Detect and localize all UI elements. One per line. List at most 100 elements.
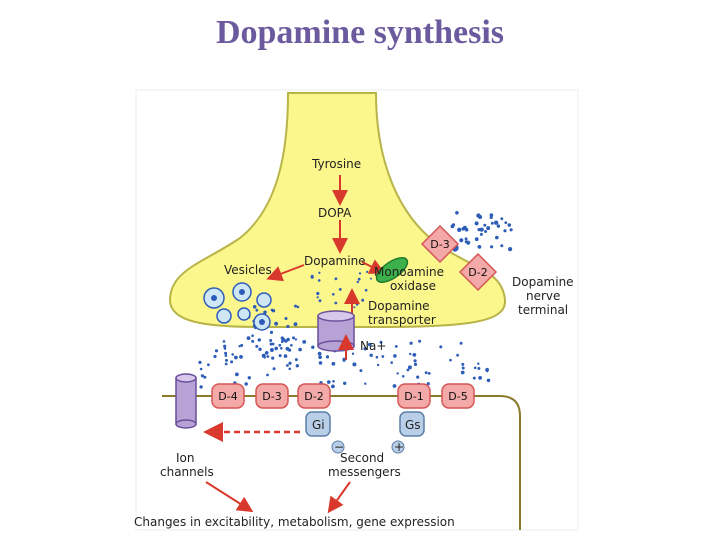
dopamine-dot <box>285 346 290 351</box>
dopamine-dot <box>288 367 292 371</box>
dopamine-dot <box>364 288 368 292</box>
autoreceptors: D-3D-2 <box>420 224 498 292</box>
dopamine-dot <box>357 277 361 281</box>
dopamine-dot <box>283 354 288 358</box>
dopamine-dot <box>455 247 459 251</box>
dopamine-dot <box>459 238 464 243</box>
tyrosine-label: Tyrosine <box>311 157 361 171</box>
dopamine-dot <box>199 385 203 389</box>
dopamine-dot <box>270 308 274 312</box>
dopamine-dot <box>203 375 207 379</box>
autoreceptor-label: D-3 <box>430 238 449 251</box>
dopamine-dot <box>504 221 508 225</box>
dopamine-dot <box>466 240 471 245</box>
second-label-line2: messengers <box>328 465 401 479</box>
dopamine-dot <box>334 277 338 281</box>
dopamine-dot <box>392 384 397 388</box>
transporter-label-line2: transporter <box>368 313 436 327</box>
dopamine-dot <box>240 343 244 347</box>
dopamine-dot <box>258 347 262 351</box>
receptor-label: D-5 <box>448 390 467 403</box>
mao-label-line2: oxidase <box>390 279 436 293</box>
dopamine-molecules <box>198 211 513 389</box>
receptor-label: D-4 <box>218 390 237 403</box>
dopamine-dot <box>455 211 459 215</box>
dopamine-dot <box>271 356 275 360</box>
dopamine-dot <box>294 304 297 308</box>
dopamine-dot <box>375 355 379 359</box>
dopamine-dot <box>393 354 397 358</box>
transporter-label-line1: Dopamine <box>368 299 430 313</box>
dopamine-dot <box>474 221 479 226</box>
dopamine-dot <box>238 345 241 348</box>
dopamine-dot <box>486 378 491 383</box>
dopamine-dot <box>290 344 293 347</box>
gs-label: Gs <box>405 418 421 432</box>
dopamine-dot <box>370 277 372 280</box>
dopamine-dot <box>477 362 480 365</box>
dopamine-dot <box>235 372 239 377</box>
dopamine-dot <box>332 380 335 383</box>
dopamine-dot <box>318 271 321 274</box>
dopamine-dot <box>302 340 307 344</box>
dopamine-dot <box>263 310 267 315</box>
dopamine-dot <box>490 245 494 249</box>
dopamine-dot <box>310 275 314 279</box>
dopamine-dot <box>269 330 274 334</box>
dopamine-dot <box>261 353 266 358</box>
vesicles-label: Vesicles <box>224 263 272 277</box>
dopamine-dot <box>449 358 452 362</box>
dopamine-dot <box>257 338 261 342</box>
dopamine-dot <box>474 237 479 242</box>
dopamine-dot <box>325 355 330 359</box>
ion-channel-icon <box>175 373 197 429</box>
dopamine-dot <box>381 355 385 358</box>
ion-label-line2: channels <box>160 465 214 479</box>
dopamine-dot <box>460 370 465 375</box>
dopamine-dot <box>292 336 295 340</box>
dopamine-dot <box>351 352 355 355</box>
dopamine-dot <box>295 364 299 368</box>
dopamine-dot <box>264 351 268 355</box>
dopamine-dot <box>317 351 322 356</box>
dopamine-dot <box>406 368 410 372</box>
dopamine-dot <box>317 279 321 282</box>
dopamine-dot <box>494 220 499 225</box>
dopamine-dot <box>361 298 365 302</box>
dopamine-dot <box>331 361 336 366</box>
dopamine-dot <box>239 355 243 359</box>
dopamine-dot <box>464 237 468 241</box>
dopamine-dot <box>427 372 431 375</box>
dopamine-label: Dopamine <box>304 254 366 268</box>
dopamine-dot <box>456 353 459 357</box>
dopamine-dot <box>376 363 380 367</box>
dopamine-dot <box>500 244 504 248</box>
dopamine-dot <box>244 382 248 386</box>
dopamine-dot <box>424 371 428 375</box>
dopamine-dot <box>478 215 483 219</box>
dopamine-dot <box>288 361 292 365</box>
dopamine-dot <box>490 221 494 225</box>
minus-marker-icon <box>331 440 345 454</box>
dopamine-dot <box>331 384 335 389</box>
dopamine-transporter-icon <box>317 310 355 352</box>
dopamine-dot <box>200 374 204 378</box>
autoreceptor-d-3: D-3 <box>420 224 460 264</box>
dopamine-dot <box>266 373 269 377</box>
dopamine-dot <box>230 360 234 364</box>
minus-label: − <box>334 440 344 454</box>
dopa-label: DOPA <box>318 206 352 220</box>
dopamine-dot <box>338 288 342 291</box>
dopamine-dot <box>426 382 430 386</box>
dopamine-dot <box>298 347 302 352</box>
dopamine-dot <box>496 224 501 228</box>
dopamine-dot <box>269 339 273 342</box>
terminal-label-line3: terminal <box>518 303 568 317</box>
dopamine-dot <box>343 381 347 385</box>
dopamine-dot <box>483 223 487 227</box>
dopamine-dot <box>327 380 331 384</box>
receptor-label: D-2 <box>304 390 323 403</box>
dopamine-dot <box>353 306 356 309</box>
receptor-label: D-3 <box>262 390 281 403</box>
dopamine-dot <box>269 342 273 346</box>
